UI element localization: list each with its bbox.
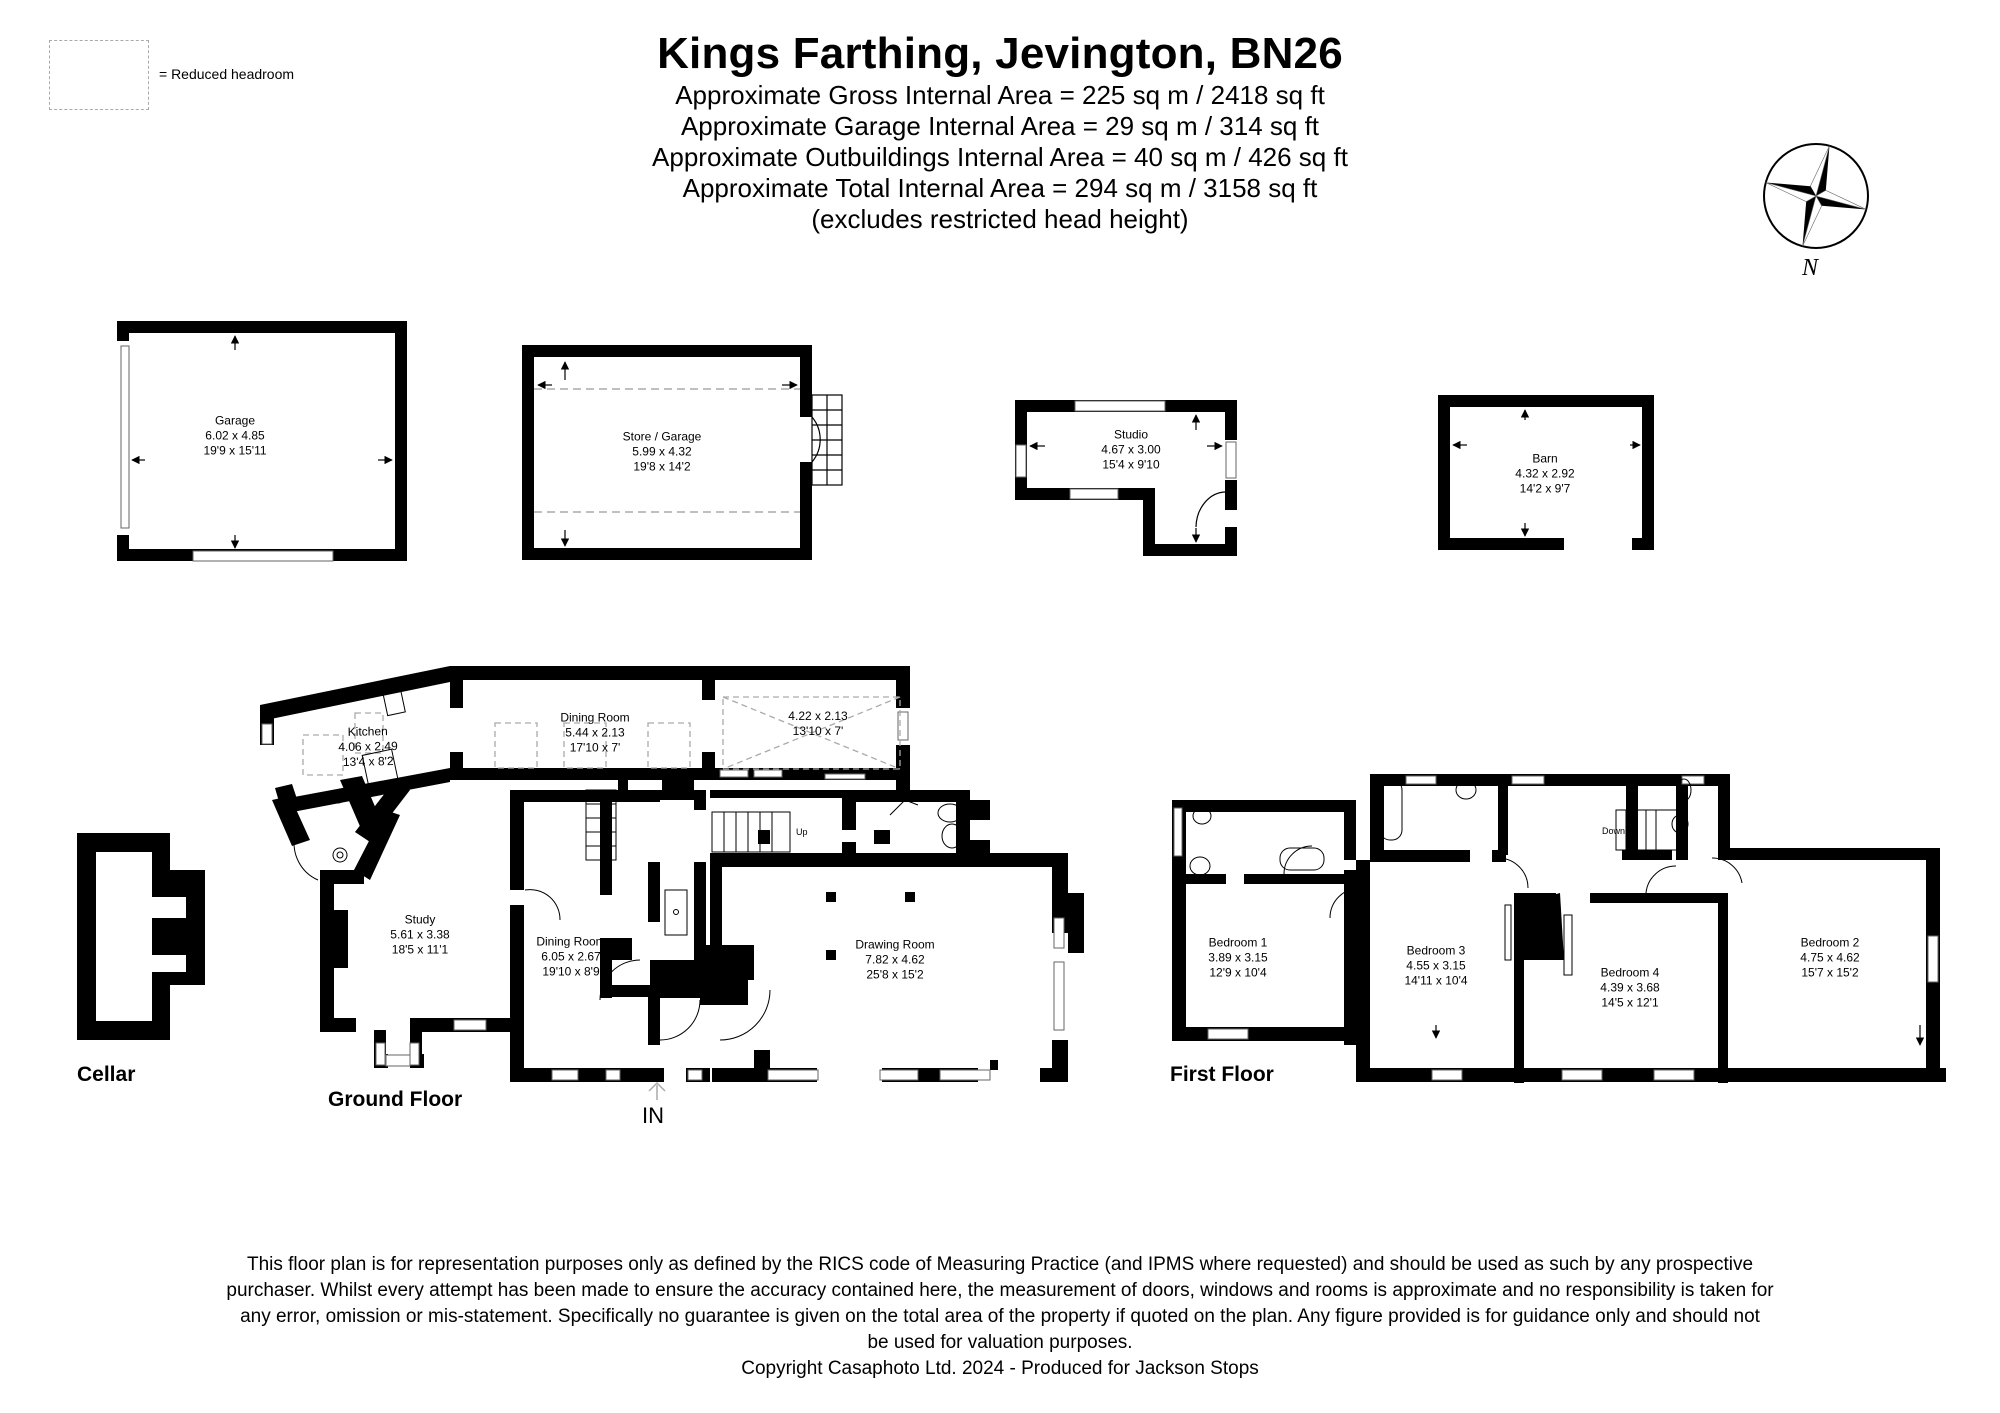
legend-label: = Reduced headroom: [159, 66, 295, 82]
cellar-walls: [77, 833, 205, 1040]
room-bedroom-1: Bedroom 1 3.89 x 3.15 12'9 x 10'4: [1208, 935, 1268, 980]
stairs-down-label: Down: [1602, 826, 1626, 836]
ground-floor-walls: [260, 666, 1084, 1082]
property-title: Kings Farthing, Jevington, BN26: [657, 29, 1343, 78]
barn-walls: [1438, 395, 1654, 550]
disclaimer-line: be used for valuation purposes.: [867, 1332, 1133, 1353]
total-area: Approximate Total Internal Area = 294 sq…: [682, 173, 1318, 203]
store-garage-walls: [522, 345, 812, 560]
first-floor-walls: [1172, 774, 1946, 1083]
floor-label-ground: Ground Floor: [328, 1088, 463, 1111]
reduced-headroom-swatch: [49, 40, 149, 110]
room-dining-room-upper: Dining Room 5.44 x 2.13 17'10 x 7': [560, 710, 630, 755]
plan-header: Kings Farthing, Jevington, BN26 Approxim…: [600, 28, 1400, 235]
disclaimer-line: purchaser. Whilst every attempt has been…: [226, 1280, 1774, 1301]
gross-area: Approximate Gross Internal Area = 225 sq…: [675, 80, 1325, 110]
garage-area: Approximate Garage Internal Area = 29 sq…: [680, 111, 1320, 141]
disclaimer-line: This floor plan is for representation pu…: [246, 1254, 1754, 1275]
disclaimer-footer: This floor plan is for representation pu…: [120, 1252, 1880, 1382]
room-store-garage: Store / Garage 5.99 x 4.32 19'8 x 14'2: [622, 429, 702, 474]
room-bedroom-2: Bedroom 2 4.75 x 4.62 15'7 x 15'2: [1800, 935, 1860, 980]
floor-label-cellar: Cellar: [77, 1063, 136, 1086]
room-study: Study 5.61 x 3.38 18'5 x 11'1: [390, 912, 450, 957]
room-dining-room-lower: Dining Room 6.05 x 2.67 19'10 x 8'9: [536, 934, 606, 979]
entrance-label: IN: [642, 1103, 664, 1128]
room-barn: Barn 4.32 x 2.92 14'2 x 9'7: [1515, 451, 1575, 496]
disclaimer-line: any error, omission or mis-statement. Sp…: [240, 1306, 1760, 1327]
room-bedroom-4: Bedroom 4 4.39 x 3.68 14'5 x 12'1: [1600, 965, 1660, 1010]
outbuildings-area: Approximate Outbuildings Internal Area =…: [652, 142, 1348, 172]
stairs-up-label: Up: [796, 827, 808, 837]
room-studio: Studio 4.67 x 3.00 15'4 x 9'10: [1101, 427, 1161, 472]
room-unnamed-reduced-headroom: 4.22 x 2.13 13'10 x 7': [788, 709, 848, 738]
floor-label-first: First Floor: [1170, 1063, 1274, 1086]
room-bedroom-3: Bedroom 3 4.55 x 3.15 14'11 x 10'4: [1404, 943, 1468, 988]
area-note: (excludes restricted head height): [811, 204, 1189, 234]
studio-walls: [1015, 400, 1237, 556]
copyright-line: Copyright Casaphoto Ltd. 2024 - Produced…: [741, 1358, 1259, 1379]
room-kitchen: Kitchen 4.06 x 2.49 13'4 x 8'2: [338, 724, 398, 769]
room-garage: Garage 6.02 x 4.85 19'9 x 15'11: [203, 413, 267, 458]
compass-rose-icon: N: [1760, 140, 1880, 281]
north-label: N: [1801, 255, 1820, 280]
room-drawing-room: Drawing Room 7.82 x 4.62 25'8 x 15'2: [855, 937, 935, 982]
